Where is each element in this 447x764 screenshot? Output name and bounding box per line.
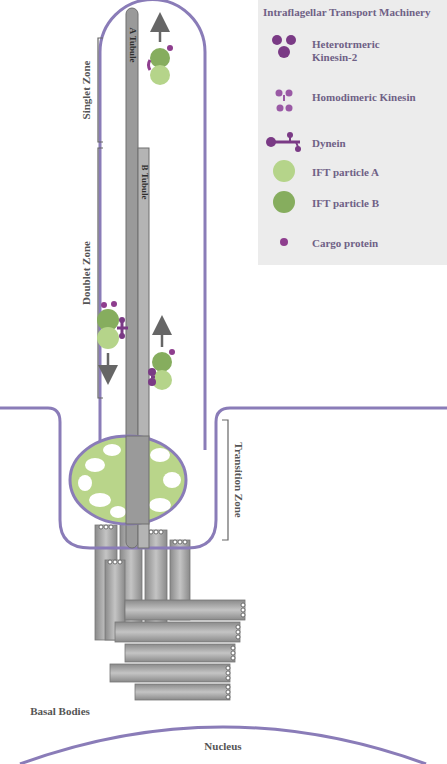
legend-panel — [258, 0, 447, 265]
nucleus-envelope — [20, 727, 426, 764]
legend-text: Heterotrmeric Kinesin-2 — [312, 38, 422, 64]
zone-label: Transition Zone — [233, 442, 244, 517]
cargo-icon — [280, 238, 288, 246]
legend-text: IFT particle A — [312, 166, 422, 179]
legend-title: Intraflagellar Transport Machinery — [263, 6, 430, 18]
ift-train-kinesin — [148, 325, 175, 390]
legend-text: IFT particle B — [312, 197, 422, 210]
legend-text: Cargo protein — [312, 237, 422, 250]
legend-swatch — [273, 191, 295, 213]
transition-zone — [70, 436, 186, 524]
legend-icons — [266, 35, 301, 152]
zone-label: Singlet Zone — [81, 61, 92, 120]
zone-brackets — [98, 38, 228, 540]
ift-train-dynein — [97, 301, 128, 375]
tubule-label: A Tubule — [128, 28, 137, 63]
structure-label: Nucleus — [204, 741, 241, 752]
ciliary-membrane — [0, 0, 447, 548]
legend-text: Homodimeric Kinesin — [312, 91, 422, 104]
legend-swatch — [273, 160, 295, 182]
ift-train-top — [149, 22, 174, 85]
structure-label: Basal Bodies — [30, 706, 90, 717]
tubule-label: B Tubule — [139, 165, 148, 200]
legend-text: Dynein — [312, 137, 422, 150]
zone-label: Doublet Zone — [81, 241, 92, 305]
